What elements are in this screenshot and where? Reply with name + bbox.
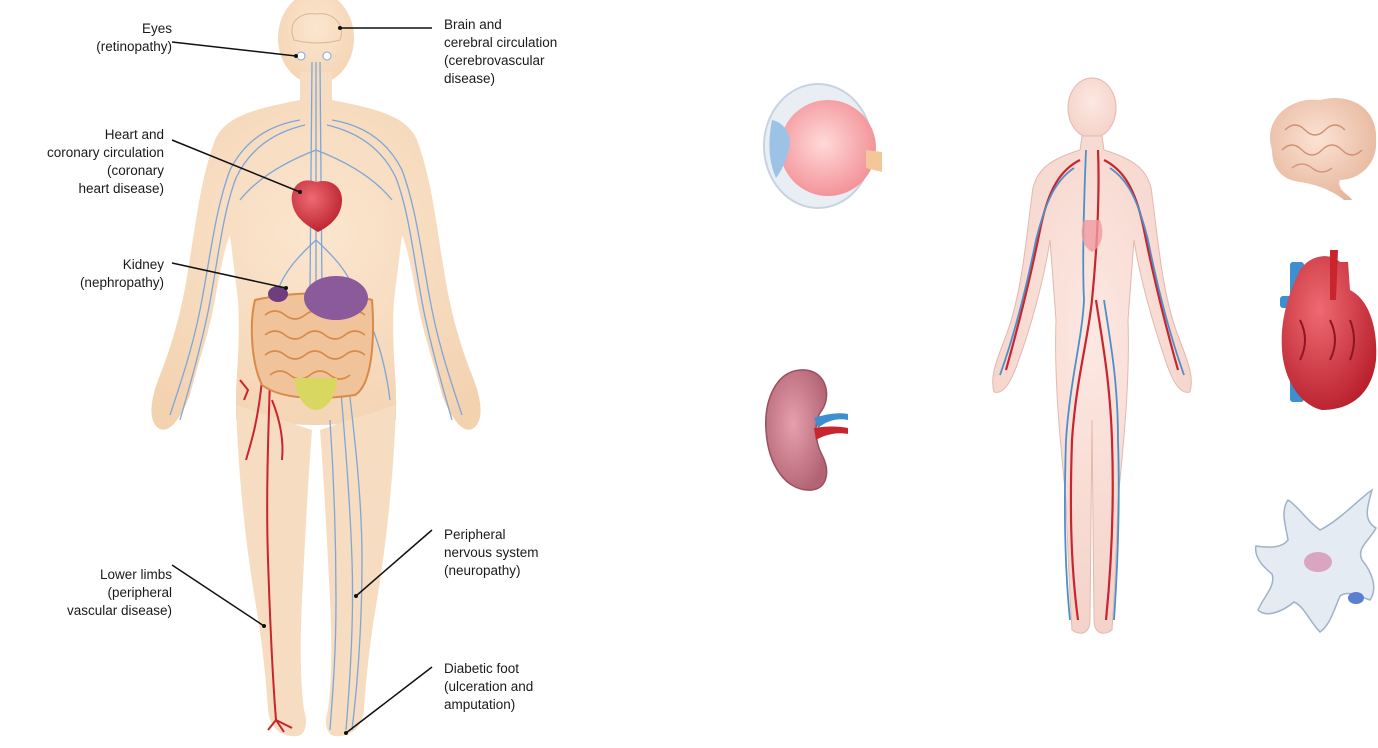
label-kidney-line-2: (nephropathy) — [80, 274, 164, 292]
label-lower-limbs-line-2: (peripheral — [67, 584, 172, 602]
label-foot-line-3: amputation) — [444, 696, 533, 714]
label-heart-line-3: (coronary — [47, 162, 164, 180]
brain-icon — [1270, 98, 1376, 200]
label-brain-line-1: Brain and — [444, 16, 557, 34]
label-kidney-line-1: Kidney — [80, 256, 164, 274]
label-lower-limbs: Lower limbs (peripheral vascular disease… — [67, 566, 172, 620]
right-eye — [323, 52, 331, 60]
label-kidney: Kidney (nephropathy) — [80, 256, 164, 292]
label-lower-limbs-line-3: vascular disease) — [67, 602, 172, 620]
label-heart: Heart and coronary circulation (coronary… — [47, 126, 164, 198]
label-eyes: Eyes (retinopathy) — [96, 20, 172, 56]
eye-icon — [764, 84, 882, 208]
eyes-pointer — [172, 42, 296, 56]
heart-organ-icon — [1280, 250, 1376, 410]
label-heart-line-2: coronary circulation — [47, 144, 164, 162]
label-eyes-line-1: Eyes — [96, 20, 172, 38]
label-brain-line-4: disease) — [444, 70, 557, 88]
label-peripheral-line-2: nervous system — [444, 544, 539, 562]
kidney-icon — [766, 370, 848, 490]
label-brain: Brain and cerebral circulation (cerebrov… — [444, 16, 557, 88]
label-foot-line-1: Diabetic foot — [444, 660, 533, 678]
label-eyes-line-2: (retinopathy) — [96, 38, 172, 56]
label-brain-line-2: cerebral circulation — [444, 34, 557, 52]
left-body-figure — [151, 0, 480, 736]
label-heart-line-4: heart disease) — [47, 180, 164, 198]
left-eye — [297, 52, 305, 60]
label-peripheral-line-3: (neuropathy) — [444, 562, 539, 580]
label-peripheral-nervous: Peripheral nervous system (neuropathy) — [444, 526, 539, 580]
lower-limbs-pointer — [172, 565, 264, 626]
label-brain-line-3: (cerebrovascular — [444, 52, 557, 70]
neuron-icon — [1256, 490, 1376, 632]
label-heart-line-1: Heart and — [47, 126, 164, 144]
label-lower-limbs-line-1: Lower limbs — [67, 566, 172, 584]
liver-organ — [304, 276, 368, 320]
label-foot-line-2: (ulceration and — [444, 678, 533, 696]
label-peripheral-line-1: Peripheral — [444, 526, 539, 544]
label-diabetic-foot: Diabetic foot (ulceration and amputation… — [444, 660, 533, 714]
circulatory-body-icon — [993, 78, 1192, 633]
